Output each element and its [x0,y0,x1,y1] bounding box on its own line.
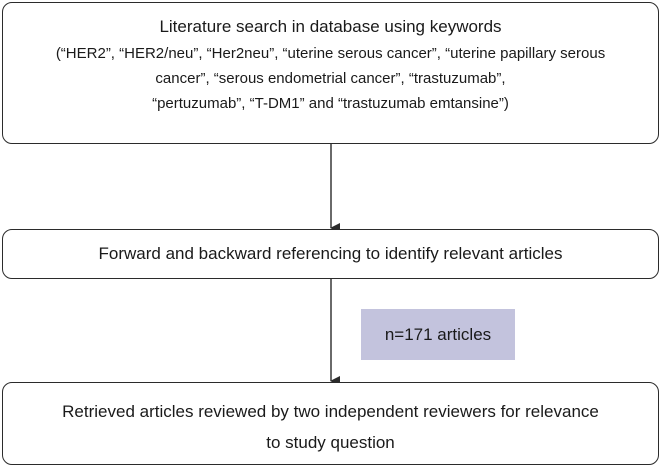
referencing-title: Forward and backward referencing to iden… [98,244,563,263]
referencing-box: Forward and backward referencing to iden… [2,229,659,279]
keyword-line-3: “pertuzumab”, “T-DM1” and “trastuzumab e… [152,95,509,112]
keyword-line-2: cancer”, “serous endometrial cancer”, “t… [155,70,506,87]
review-line-1: Retrieved articles reviewed by two indep… [62,402,599,421]
literature-search-box: Literature search in database using keyw… [2,2,659,144]
review-line-2: to study question [266,433,395,452]
review-box: Retrieved articles reviewed by two indep… [2,382,659,465]
literature-search-title: Literature search in database using keyw… [159,17,502,36]
article-count-note: n=171 articles [361,309,515,360]
keyword-line-1: (“HER2”, “HER2/neu”, “Her2neu”, “uterine… [55,45,606,62]
